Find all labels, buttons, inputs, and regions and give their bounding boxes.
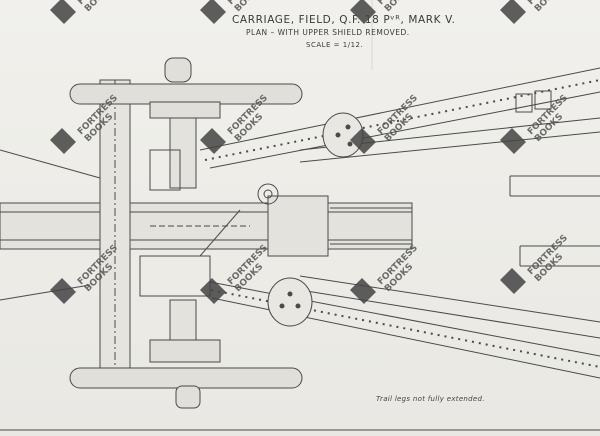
seat-discs — [267, 112, 364, 327]
trail-legs-note: Trail legs not fully extended. — [376, 395, 485, 403]
elevating-gear — [139, 149, 279, 297]
fortress-books-logo-icon — [500, 128, 526, 154]
drawing-subtitle: PLAN – WITH UPPER SHIELD REMOVED. — [246, 28, 410, 37]
fortress-books-logo-icon — [50, 0, 76, 24]
upper-wheel — [69, 57, 303, 189]
fortress-books-logo-icon — [350, 278, 376, 304]
gun-barrel — [0, 195, 413, 257]
fortress-books-logo-icon — [200, 0, 226, 24]
drawing-title: CARRIAGE, FIELD, Q.F. 18 Pᵛᴿ, MARK V. — [232, 14, 456, 26]
fortress-books-logo-icon — [50, 278, 76, 304]
fortress-books-logo-icon — [500, 268, 526, 294]
fortress-books-logo-icon — [200, 278, 226, 304]
fortress-books-logo-icon — [350, 0, 376, 24]
trail-end-parts — [509, 175, 600, 267]
lower-wheel — [69, 299, 303, 409]
fortress-books-logo-icon — [500, 0, 526, 24]
fortress-books-logo-icon — [200, 128, 226, 154]
fortress-books-logo-icon — [50, 128, 76, 154]
drawing-scale: SCALE = 1/12. — [306, 41, 364, 49]
fortress-books-logo-icon — [350, 128, 376, 154]
diagonal-guide-line-lower — [0, 284, 91, 301]
diagonal-guide-line — [0, 149, 101, 179]
title-block: CARRIAGE, FIELD, Q.F. 18 Pᵛᴿ, MARK V. PL… — [0, 0, 600, 60]
axle — [99, 79, 131, 371]
